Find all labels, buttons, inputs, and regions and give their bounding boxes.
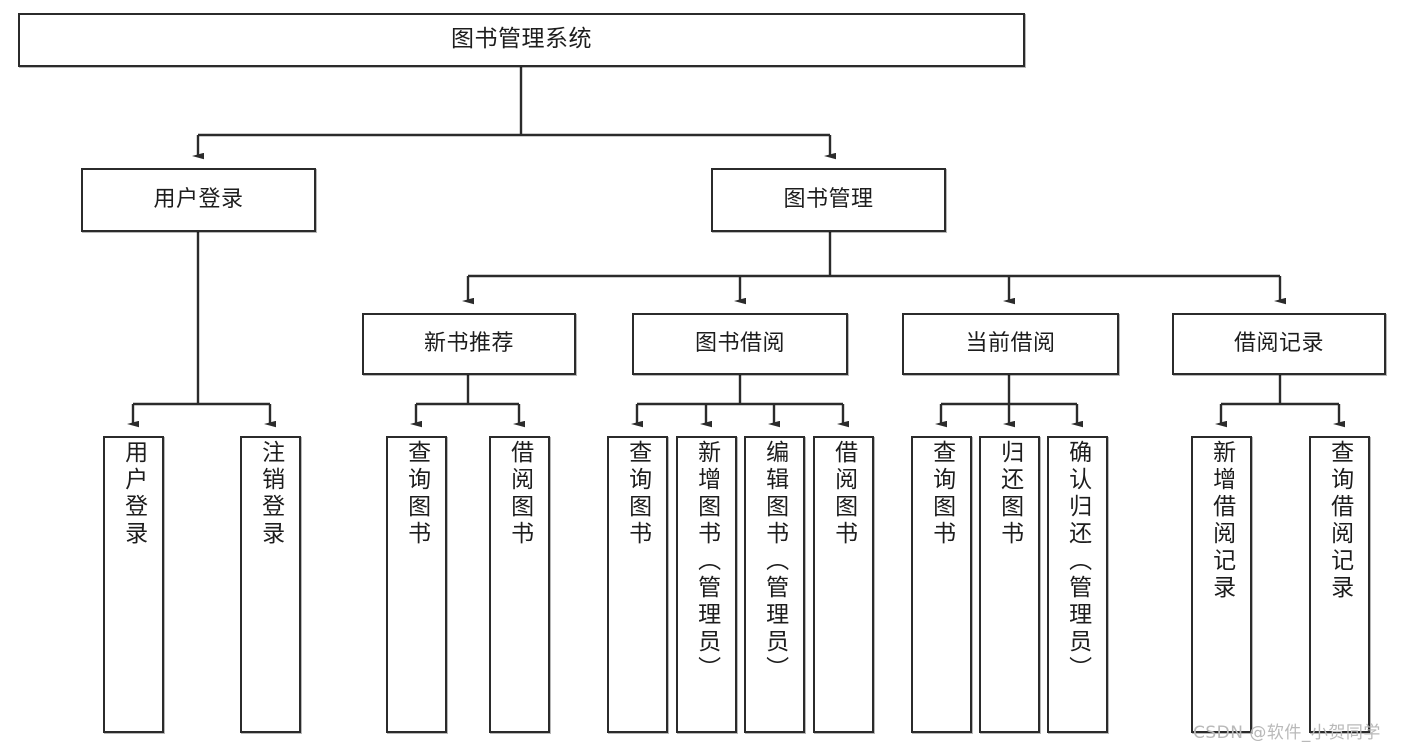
- node-label: 查询借阅记录: [1326, 440, 1353, 602]
- node-label: 借阅图书: [506, 440, 533, 548]
- node-label: 查询图书: [928, 440, 955, 548]
- leaf-user-login-signin[interactable]: 用户登录: [103, 436, 164, 733]
- leaf-current-query-book[interactable]: 查询图书: [911, 436, 972, 733]
- node-label: 归还图书: [996, 440, 1023, 548]
- node-label: 新增借阅记录: [1208, 440, 1235, 602]
- leaf-borrow-add-book-admin[interactable]: 新增图书（管理员）: [676, 436, 737, 733]
- node-current-borrow[interactable]: 当前借阅: [902, 313, 1119, 375]
- leaf-record-add-borrow-record[interactable]: 新增借阅记录: [1191, 436, 1252, 733]
- node-label: 借阅记录: [1233, 331, 1324, 357]
- leaf-borrow-edit-book-admin[interactable]: 编辑图书（管理员）: [744, 436, 805, 733]
- node-book-management[interactable]: 图书管理: [711, 168, 946, 232]
- node-user-login[interactable]: 用户登录: [81, 168, 316, 232]
- node-label: 图书管理系统: [451, 26, 592, 53]
- node-label: 编辑图书（管理员）: [761, 440, 788, 683]
- leaf-current-return-book[interactable]: 归还图书: [979, 436, 1040, 733]
- node-label: 图书借阅: [694, 331, 785, 357]
- leaf-record-query-borrow-record[interactable]: 查询借阅记录: [1309, 436, 1370, 733]
- node-label: 注销登录: [257, 440, 284, 548]
- node-label: 新书推荐: [423, 331, 514, 357]
- node-label: 用户登录: [120, 440, 147, 548]
- leaf-borrow-borrow-book[interactable]: 借阅图书: [813, 436, 874, 733]
- node-book-borrow[interactable]: 图书借阅: [632, 313, 848, 375]
- node-label: 新增图书（管理员）: [693, 440, 720, 683]
- node-root-book-management-system[interactable]: 图书管理系统: [18, 13, 1025, 67]
- node-borrow-record[interactable]: 借阅记录: [1172, 313, 1386, 375]
- node-label: 当前借阅: [965, 331, 1056, 357]
- node-label: 查询图书: [403, 440, 430, 548]
- leaf-borrow-query-book[interactable]: 查询图书: [607, 436, 668, 733]
- node-label: 借阅图书: [830, 440, 857, 548]
- node-new-book-recommend[interactable]: 新书推荐: [362, 313, 576, 375]
- leaf-recommend-borrow-book[interactable]: 借阅图书: [489, 436, 550, 733]
- watermark-text: CSDN @软件_小贺同学: [1193, 723, 1381, 743]
- node-label: 查询图书: [624, 440, 651, 548]
- leaf-user-login-signout[interactable]: 注销登录: [240, 436, 301, 733]
- leaf-recommend-query-book[interactable]: 查询图书: [386, 436, 447, 733]
- node-label: 确认归还（管理员）: [1064, 440, 1091, 683]
- node-label: 用户登录: [153, 187, 244, 213]
- node-label: 图书管理: [783, 187, 874, 213]
- leaf-current-confirm-return-admin[interactable]: 确认归还（管理员）: [1047, 436, 1108, 733]
